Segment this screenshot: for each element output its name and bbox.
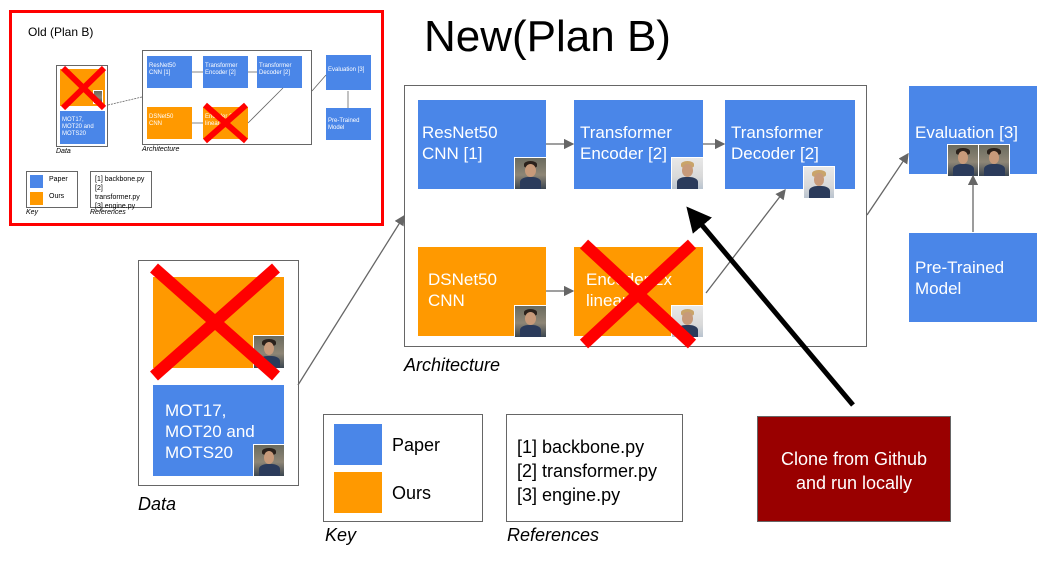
data-label: Data (138, 494, 177, 514)
old-reference-item: [3] engine.py (95, 203, 136, 210)
page-title: New(Plan B) (424, 12, 671, 61)
architecture-label: Architecture (404, 355, 501, 375)
old-key-label: Key (26, 209, 39, 216)
old-pretrained-box: Pre-Trained Model (326, 108, 371, 140)
old-key-ours-swatch (30, 192, 43, 205)
pretrained-box: Pre-Trained Model (909, 233, 1037, 322)
resnet-box: ResNet50 CNN [1] (418, 100, 546, 189)
old-mot-box: MOT17, MOT20 and MOTS20 (60, 111, 105, 144)
key-label: Key (325, 525, 357, 545)
old-references-label: References (90, 209, 126, 216)
key-ours-label: Ours (392, 483, 432, 503)
old-references-frame: [1] backbone.py [2] transformer.py [3] e… (90, 171, 152, 210)
old-decoder-box: Transformer Decoder [2] (257, 56, 302, 88)
old-architecture-label: Architecture (142, 146, 180, 153)
old-resnet-box: ResNet50 CNN [1] (147, 56, 192, 88)
old-key-frame: Paper Ours (26, 171, 78, 208)
callout-box: Clone from Github and run locally (757, 416, 951, 522)
person-photo-icon (514, 305, 547, 338)
person-photo-icon (978, 144, 1010, 177)
person-photo-icon (514, 157, 547, 190)
old-dsnet-box: DSNet50 CNN (147, 107, 192, 139)
old-reference-item: [1] backbone.py (95, 176, 145, 183)
key-paper-label: Paper (392, 435, 441, 455)
old-panel-title: Old (Plan B) (28, 25, 94, 39)
key-ours-swatch (334, 472, 382, 513)
old-key-ours-label: Ours (49, 193, 65, 200)
references-label: References (507, 525, 600, 545)
old-key-paper-label: Paper (49, 176, 68, 183)
old-reference-item: [2] transformer.py (95, 185, 140, 201)
person-photo-icon (803, 166, 835, 199)
references-frame: [1] backbone.py [2] transformer.py [3] e… (506, 414, 683, 522)
old-evaluation-box: Evaluation [3] (326, 55, 371, 90)
person-photo-icon (253, 444, 285, 477)
reference-item: [1] backbone.py (517, 437, 645, 457)
reference-item: [3] engine.py (517, 485, 621, 505)
person-photo-icon (671, 157, 704, 190)
key-paper-swatch (334, 424, 382, 465)
old-data-label: Data (56, 148, 71, 155)
old-encoder-box: Transformer Encoder [2] (203, 56, 248, 88)
key-frame: Paper Ours (323, 414, 483, 522)
old-key-paper-swatch (30, 175, 43, 188)
reference-item: [2] transformer.py (517, 461, 658, 481)
